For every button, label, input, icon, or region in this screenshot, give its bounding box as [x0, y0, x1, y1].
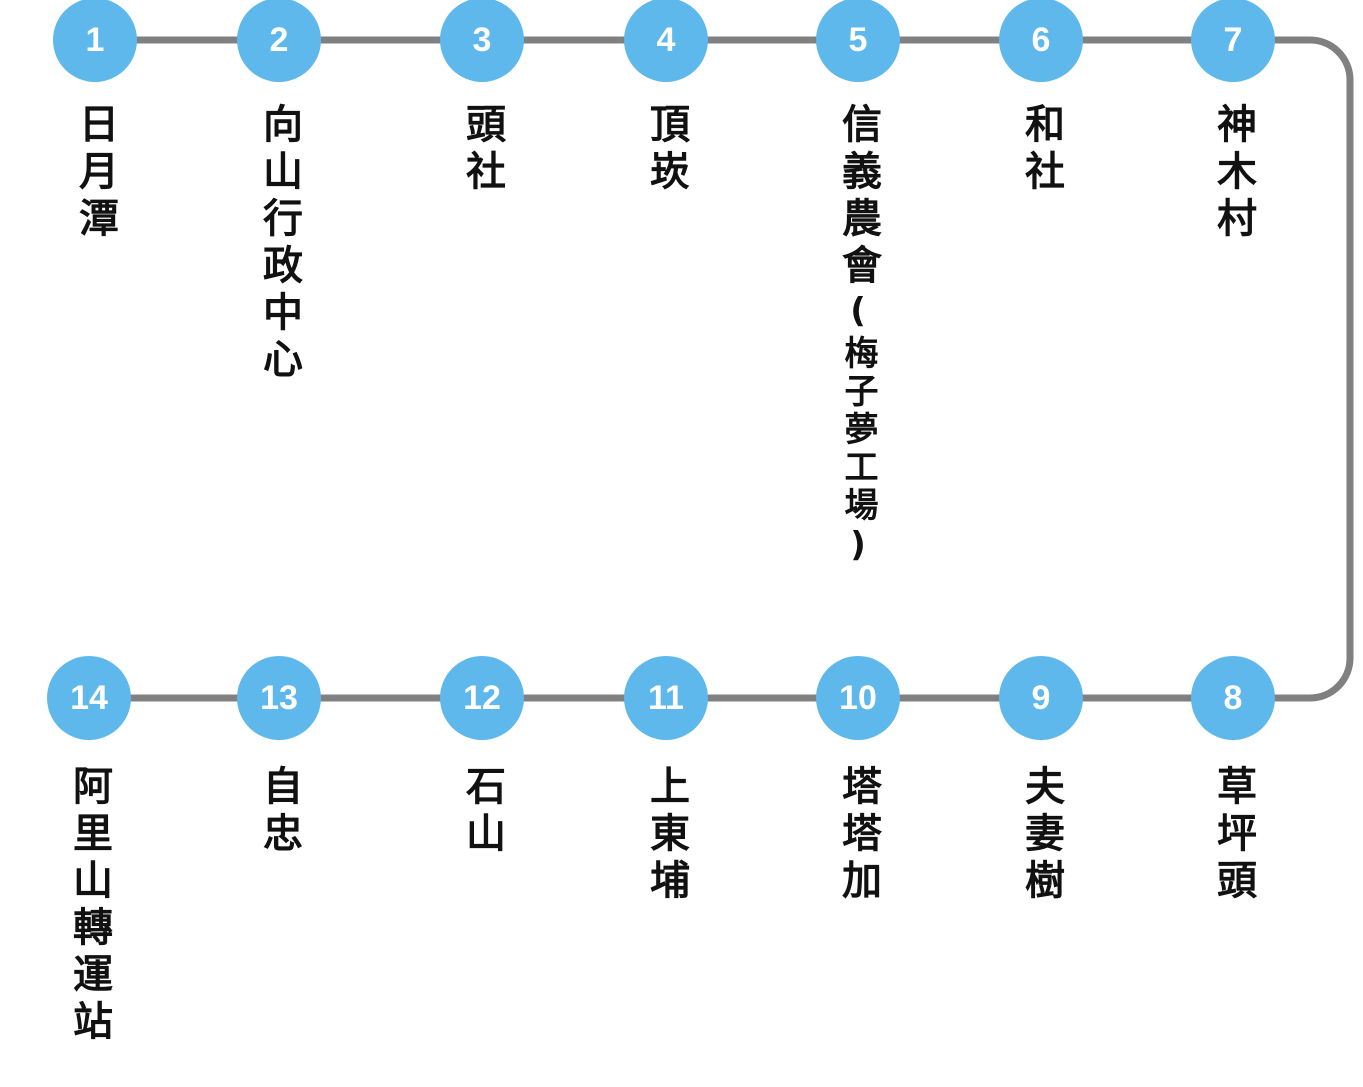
- stop-marker[interactable]: 11: [624, 656, 708, 740]
- stop-name: 自忠: [256, 765, 302, 859]
- stop-name: 夫妻樹: [1018, 765, 1064, 906]
- stop-name-label: 塔塔加: [835, 765, 881, 906]
- stop-name-label: 信義農會(梅子夢工場): [835, 103, 881, 569]
- stop-name-label: 石山: [459, 765, 505, 859]
- stop-name-label: 阿里山轉運站: [66, 765, 112, 1047]
- stop-marker[interactable]: 6: [999, 0, 1083, 82]
- stop-name-label: 草坪頭: [1210, 765, 1256, 906]
- stop-marker[interactable]: 8: [1191, 656, 1275, 740]
- stop-marker[interactable]: 14: [47, 656, 131, 740]
- stop-marker[interactable]: 5: [816, 0, 900, 82]
- stop-name-label: 自忠: [256, 765, 302, 859]
- stop-marker[interactable]: 3: [440, 0, 524, 82]
- stop-marker[interactable]: 4: [624, 0, 708, 82]
- stop-name: 草坪頭: [1210, 765, 1256, 906]
- stop-name: 塔塔加: [835, 765, 881, 906]
- stop-name-label: 頂崁: [643, 103, 689, 197]
- stop-name: 和社: [1018, 103, 1064, 197]
- stop-name-label: 日月潭: [72, 103, 118, 244]
- stop-name-label: 頭社: [459, 103, 505, 197]
- stop-marker[interactable]: 2: [237, 0, 321, 82]
- stop-marker[interactable]: 9: [999, 656, 1083, 740]
- stop-name: 頭社: [459, 103, 505, 197]
- stop-marker[interactable]: 7: [1191, 0, 1275, 82]
- stop-name-label: 和社: [1018, 103, 1064, 197]
- stop-name-label: 神木村: [1210, 103, 1256, 244]
- stop-name: 向山行政中心: [256, 103, 302, 385]
- stop-name: 阿里山轉運站: [66, 765, 112, 1047]
- stop-name-label: 夫妻樹: [1018, 765, 1064, 906]
- stop-name: 神木村: [1210, 103, 1256, 244]
- stop-marker[interactable]: 13: [237, 656, 321, 740]
- stop-name: 日月潭: [72, 103, 118, 244]
- stop-marker[interactable]: 1: [53, 0, 137, 82]
- stop-name: 信義農會: [835, 103, 881, 291]
- stop-marker[interactable]: 12: [440, 656, 524, 740]
- stop-marker[interactable]: 10: [816, 656, 900, 740]
- stop-name: 頂崁: [643, 103, 689, 197]
- stop-name: 石山: [459, 765, 505, 859]
- stop-name-label: 上東埔: [643, 765, 689, 906]
- stop-name: 上東埔: [643, 765, 689, 906]
- stop-name-note: (梅子夢工場): [838, 291, 878, 569]
- stop-name-label: 向山行政中心: [256, 103, 302, 385]
